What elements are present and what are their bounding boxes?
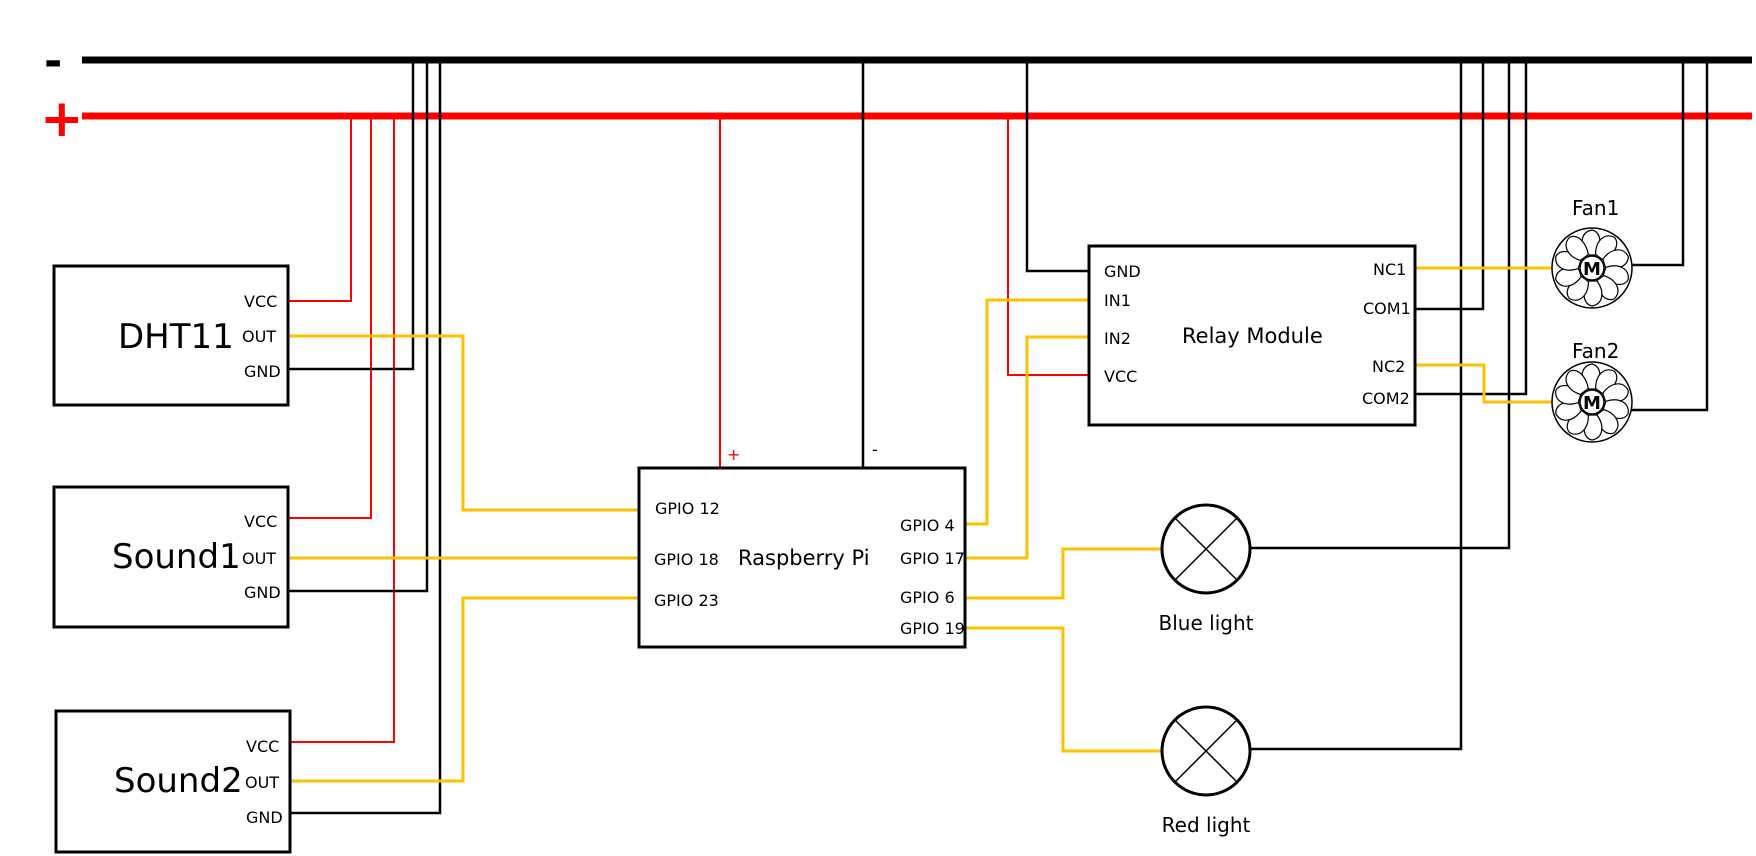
sound2-vcc-wire <box>289 116 395 743</box>
relay-in2-pin: IN2 <box>1104 329 1131 348</box>
dht11-module: DHT11 VCC OUT GND <box>52 264 290 407</box>
gpio6-to-blue-light-wire <box>966 547 1162 600</box>
relay-vcc-pin: VCC <box>1104 367 1137 386</box>
rails: - + <box>40 36 1752 149</box>
pi-gpio4-pin: GPIO 4 <box>900 516 955 535</box>
red-light: Red light <box>1160 705 1252 837</box>
sound1-vcc-wire <box>289 116 372 519</box>
pi-minus-label: - <box>872 440 878 459</box>
sound2-out-pin: OUT <box>245 773 279 792</box>
dht11-title: DHT11 <box>118 317 234 357</box>
fan-icon <box>1551 361 1633 443</box>
nc2-to-fan2-wire <box>1414 363 1553 404</box>
pi-gpio18-pin: GPIO 18 <box>654 550 719 569</box>
relay-gnd-pin: GND <box>1104 262 1141 281</box>
dht11-out-to-gpio12-wire <box>289 334 638 512</box>
pi-plus-label: + <box>727 445 740 464</box>
dht11-gnd-pin: GND <box>244 362 281 381</box>
blue-light-label: Blue light <box>1159 611 1254 635</box>
relay-com1-pin: COM1 <box>1363 299 1411 318</box>
sound1-title: Sound1 <box>112 537 241 577</box>
relay-nc2-pin: NC2 <box>1372 357 1405 376</box>
dht11-out-pin: OUT <box>242 327 276 346</box>
sound2-module: Sound2 VCC OUT GND <box>54 709 292 854</box>
pi-gpio23-pin: GPIO 23 <box>654 591 719 610</box>
relay-gnd-wire <box>1025 60 1088 273</box>
red-light-return-wire <box>1250 60 1463 751</box>
relay-nc1-pin: NC1 <box>1373 260 1406 279</box>
gpio19-to-red-light-wire <box>966 626 1162 753</box>
relay-com2-wire <box>1414 60 1528 396</box>
ground-wires <box>289 60 1709 815</box>
sound1-gnd-wire <box>289 60 429 593</box>
fan1-motor-label: M <box>1583 259 1601 280</box>
blue-light-return-wire <box>1250 60 1511 550</box>
pi-gpio6-pin: GPIO 6 <box>900 588 955 607</box>
fan1-label: Fan1 <box>1572 196 1619 220</box>
pi-gpio19-pin: GPIO 19 <box>900 619 965 638</box>
fan1-return-wire <box>1630 60 1685 267</box>
positive-rail-label: + <box>40 89 84 149</box>
dht11-vcc-pin: VCC <box>244 292 277 311</box>
sound2-out-to-gpio23-wire <box>289 596 638 783</box>
fan2-return-wire <box>1630 60 1709 412</box>
sound1-gnd-pin: GND <box>244 583 281 602</box>
sound2-vcc-pin: VCC <box>246 737 279 756</box>
power-wires <box>289 116 1088 743</box>
sound1-out-pin: OUT <box>242 549 276 568</box>
red-light-label: Red light <box>1162 813 1251 837</box>
relay-module: Relay Module GND IN1 IN2 VCC NC1 COM1 NC… <box>1087 244 1417 427</box>
blue-light: Blue light <box>1159 503 1254 635</box>
pi-gpio17-pin: GPIO 17 <box>900 549 965 568</box>
relay-com2-pin: COM2 <box>1362 389 1410 408</box>
sound1-vcc-pin: VCC <box>244 512 277 531</box>
lamp-icon <box>1160 503 1252 595</box>
fan2: Fan2 M <box>1551 339 1633 443</box>
dht11-gnd-wire <box>289 60 415 371</box>
relay-vcc-wire <box>1007 116 1088 376</box>
dht11-vcc-wire <box>289 116 352 302</box>
signal-wires <box>289 266 1553 783</box>
sound2-gnd-pin: GND <box>246 808 283 827</box>
gpio4-to-in1-wire <box>966 298 1088 526</box>
sound1-module: Sound1 VCC OUT GND <box>52 485 290 629</box>
relay-in1-pin: IN1 <box>1104 291 1131 310</box>
fan2-motor-label: M <box>1583 393 1601 414</box>
raspberry-pi-board: Raspberry Pi + - GPIO 12 GPIO 18 GPIO 23… <box>637 440 967 649</box>
sound2-gnd-wire <box>289 60 442 815</box>
fan-icon <box>1551 227 1633 309</box>
fan1: Fan1 M <box>1551 196 1633 309</box>
gpio17-to-in2-wire <box>966 335 1088 560</box>
relay-com1-wire <box>1414 60 1485 311</box>
negative-rail-label: - <box>44 36 62 87</box>
sound2-title: Sound2 <box>114 761 243 801</box>
relay-title: Relay Module <box>1182 324 1323 348</box>
lamp-icon <box>1160 705 1252 797</box>
fan2-label: Fan2 <box>1572 339 1619 363</box>
pi-gpio12-pin: GPIO 12 <box>655 499 720 518</box>
raspberry-pi-title: Raspberry Pi <box>738 546 870 570</box>
